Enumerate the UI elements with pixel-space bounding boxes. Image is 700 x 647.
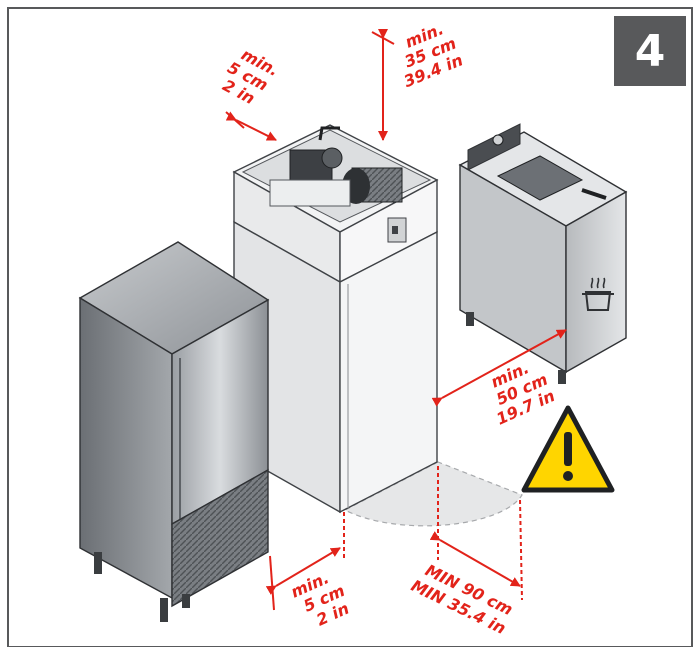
fryer-appliance	[458, 123, 628, 384]
step-number: 4	[635, 26, 666, 77]
clearance-side-label: min. 50 cm 19.7 in	[488, 358, 558, 428]
step-badge: 4	[614, 16, 686, 86]
main-cabinet	[232, 124, 439, 514]
door-swing-area	[343, 461, 523, 527]
warning-triangle-icon	[521, 405, 615, 493]
hot-pot-icon	[582, 277, 614, 311]
dimension-lines	[225, 29, 567, 611]
blast-chiller	[78, 241, 270, 622]
clearance-top-label: min. 35 cm 39.4 in	[401, 19, 466, 91]
